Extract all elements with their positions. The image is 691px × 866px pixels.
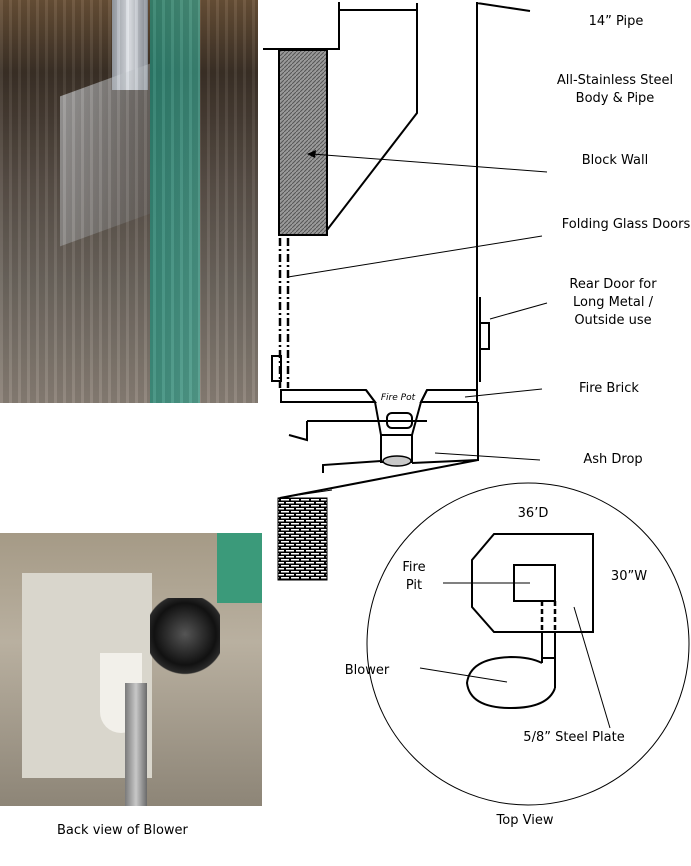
arrow-head-icon: [307, 150, 316, 158]
body-label-line2: Body & Pipe: [576, 91, 655, 106]
blower-leader: [419, 667, 508, 683]
top-view-title: Top View: [496, 813, 554, 828]
ash-drop-label: Ash Drop: [583, 452, 642, 467]
rear-door-label-line1: Rear Door for: [569, 277, 657, 292]
body-label-line1: All-Stainless Steel: [557, 73, 673, 88]
fire-pit-label-line2: Pit: [406, 578, 422, 593]
brick-block: [277, 497, 328, 581]
right-wall: [476, 2, 531, 400]
air-pipe: [125, 683, 147, 806]
fire-pot: [365, 389, 428, 436]
top-view-circle: [366, 482, 690, 806]
fire-pit-label-line1: Fire: [402, 560, 425, 575]
blower-housing: [465, 655, 556, 710]
air-pipe-line: [288, 420, 427, 442]
lower-body: [279, 402, 479, 499]
blower-photo: [0, 533, 262, 806]
steel-plate-leader: [573, 606, 611, 729]
fire-pot-label: Fire Pot: [381, 393, 416, 403]
block-wall-label: Block Wall: [582, 153, 649, 168]
block-wall-leader: [311, 153, 548, 173]
fire-brick-shelf: [280, 389, 478, 403]
rear-door-label-line2: Long Metal /: [573, 295, 654, 310]
blower-motor: [150, 598, 220, 678]
pipe-label: 14” Pipe: [589, 14, 644, 29]
fire-brick-leader: [464, 388, 543, 398]
width-label: 30”W: [611, 569, 647, 584]
forge-interior-photo: [0, 0, 258, 403]
steel-plate: [471, 533, 594, 633]
glass-doors-leader: [287, 235, 543, 278]
green-panel: [217, 533, 262, 603]
depth-label: 36’D: [518, 506, 549, 521]
ash-drop-leader: [434, 452, 541, 461]
block-wall: [278, 49, 328, 236]
blower-photo-caption: Back view of Blower: [57, 823, 188, 838]
steel-plate-label: 5/8” Steel Plate: [523, 730, 624, 745]
rear-door-label-line3: Outside use: [574, 313, 651, 328]
rear-door-handle: [479, 322, 490, 350]
photo-texture: [0, 0, 258, 403]
rear-door-leader: [489, 302, 548, 320]
fire-brick-label: Fire Brick: [579, 381, 639, 396]
ash-opening: [382, 455, 412, 467]
glass-doors-label: Folding Glass Doors: [562, 217, 691, 232]
blower-duct: [541, 632, 556, 688]
blower-label: Blower: [345, 663, 390, 678]
brick-top-line: [277, 489, 333, 499]
